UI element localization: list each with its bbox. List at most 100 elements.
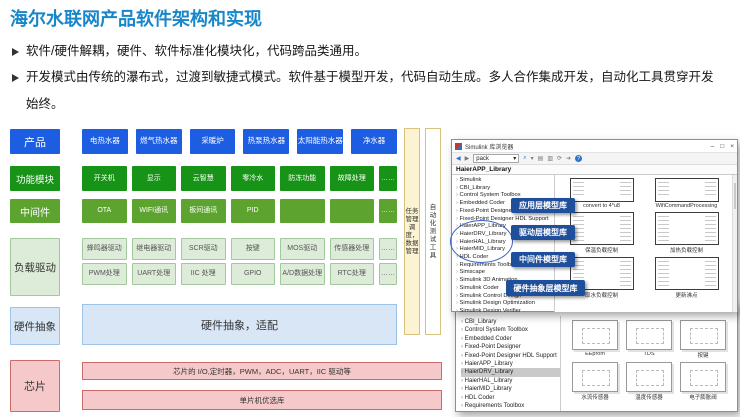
- window-titlebar[interactable]: Simulink 库浏览器 – □ ×: [452, 140, 737, 152]
- tree-item[interactable]: Fixed-Point Designer: [456, 208, 554, 216]
- middleware-cell: WIFI通讯: [131, 199, 176, 223]
- block-diagram[interactable]: [654, 212, 719, 245]
- search-input[interactable]: pack ▾: [473, 154, 520, 163]
- tree-item[interactable]: HaierHAL_Library: [456, 239, 554, 247]
- block-thumbnail[interactable]: [572, 362, 618, 392]
- scrollbar[interactable]: [732, 175, 737, 312]
- window-title: Simulink 库浏览器: [465, 144, 514, 151]
- tree-item[interactable]: Simulink 3D Animation: [456, 277, 554, 285]
- library-block[interactable]: 更新沸点: [648, 257, 725, 299]
- tree-item[interactable]: Embedded Coder: [456, 200, 554, 208]
- tree-item[interactable]: HaierMID_Library: [461, 385, 560, 393]
- help-icon[interactable]: ?: [575, 155, 583, 162]
- library-block[interactable]: TDS: [625, 320, 673, 359]
- library-block[interactable]: 温度传感器: [625, 362, 673, 401]
- maximize-icon[interactable]: □: [720, 142, 725, 150]
- tree-item[interactable]: Control System Toolbox: [461, 326, 560, 334]
- go-arrow-icon[interactable]: ➔: [566, 156, 572, 162]
- tree-item[interactable]: Simulink Design Optimization: [456, 300, 554, 308]
- tree-item[interactable]: HDL Coder: [461, 394, 560, 402]
- block-caption: 加热负载控制: [669, 248, 703, 254]
- bullet-arrow-icon: [12, 48, 19, 56]
- layer-label-chip: 芯片: [10, 360, 60, 412]
- new-model-icon[interactable]: ▤: [537, 156, 544, 162]
- simulink-app-icon: [455, 142, 462, 150]
- middleware-cell: OTA: [82, 199, 127, 223]
- tree-item[interactable]: Fixed-Point Designer: [461, 343, 560, 351]
- block-thumbnail[interactable]: [572, 320, 618, 350]
- chevron-down-icon[interactable]: ▾: [513, 156, 517, 162]
- minimize-icon[interactable]: –: [710, 142, 715, 150]
- tree-item[interactable]: HaierAPP_Library: [456, 223, 554, 231]
- block-thumbnail[interactable]: [626, 362, 672, 392]
- page-title: 海尔水联网产品软件架构和实现: [10, 9, 262, 29]
- bullet-text: 开发模式由传统的瀑布式，过渡到敏捷式模式。软件基于模型开发，代码自动生成。多人合…: [26, 70, 714, 111]
- search-icon[interactable]: ⌕: [523, 155, 527, 161]
- library-block[interactable]: 水流传感器: [571, 362, 619, 401]
- block-caption: TDS: [643, 351, 655, 357]
- block-diagram[interactable]: [654, 257, 719, 290]
- driver-cell: 传感器处理: [329, 238, 374, 260]
- search-value: pack: [476, 155, 489, 162]
- library-tree-top: SimulinkCBI_LibraryControl System Toolbo…: [452, 175, 555, 312]
- tree-item[interactable]: Simulink Coder: [456, 285, 554, 293]
- chevron-down-icon[interactable]: ▾: [530, 156, 534, 162]
- simulink-window-top[interactable]: Simulink 库浏览器 – □ × ◀ ▶ pack ▾ ⌕ ▾ ▤ ▥ ⟳…: [451, 139, 738, 312]
- simulink-window-bottom[interactable]: CBI_LibraryControl System ToolboxEmbedde…: [455, 302, 738, 412]
- back-icon[interactable]: ◀: [456, 156, 461, 162]
- tree-item[interactable]: Simulink Design Verifier: [456, 308, 554, 312]
- tree-item[interactable]: Fixed-Point Designer HDL Support: [456, 216, 554, 224]
- layer-label-drivers: 负载驱动: [10, 238, 60, 296]
- tree-item[interactable]: CBI_Library: [461, 318, 560, 326]
- driver-cell: IIC 处理: [181, 263, 226, 285]
- hal-box: 硬件抽象，适配: [82, 304, 397, 345]
- tree-item[interactable]: Simulink Control Design: [456, 293, 554, 301]
- tree-item[interactable]: Fixed-Point Designer HDL Support: [461, 352, 560, 360]
- tree-item[interactable]: HaierMID_Library: [456, 246, 554, 254]
- block-caption: 保温负载控制: [584, 248, 618, 254]
- tree-item[interactable]: Requirements Toolbox: [456, 262, 554, 270]
- tree-item[interactable]: Embedded Coder: [461, 335, 560, 343]
- block-caption: 电子膨胀阀: [689, 395, 717, 401]
- library-block[interactable]: convert to 4*u8: [563, 178, 640, 209]
- callout-middleware: 中间件模型库: [511, 252, 575, 267]
- chip-box-1: 芯片的 I/O,定时器，PWM，ADC，UART，IIC 驱动等: [82, 362, 442, 380]
- driver-cell: A/D数据处理: [280, 263, 325, 285]
- tree-item[interactable]: HDL Coder: [456, 254, 554, 262]
- block-diagram[interactable]: [654, 178, 719, 202]
- forward-icon[interactable]: ▶: [464, 156, 470, 162]
- callout-hal-layer: 硬件抽象层模型库: [506, 280, 585, 296]
- tree-item[interactable]: Control System Toolbox: [456, 192, 554, 200]
- tree-item[interactable]: Simscape: [456, 269, 554, 277]
- block-thumbnail[interactable]: [626, 320, 672, 350]
- refresh-icon[interactable]: ⟳: [556, 156, 563, 162]
- block-diagram[interactable]: [569, 212, 634, 245]
- driver-cell: PWM处理: [82, 263, 127, 285]
- tree-item[interactable]: Requirements Toolbox: [461, 402, 560, 410]
- middleware-cell: PID: [230, 199, 275, 223]
- library-block[interactable]: 加热负载控制: [648, 212, 725, 254]
- close-icon[interactable]: ×: [730, 142, 734, 150]
- library-block[interactable]: 电子膨胀阀: [679, 362, 727, 401]
- tree-item[interactable]: HaierDRV_Library: [456, 231, 554, 239]
- block-caption: 更新沸点: [675, 293, 698, 299]
- driver-cell: MOS驱动: [280, 238, 325, 260]
- tree-item[interactable]: HaierHAL_Library: [461, 377, 560, 385]
- library-block[interactable]: EEprom: [571, 320, 619, 359]
- tree-item[interactable]: HaierAPP_Library: [461, 360, 560, 368]
- modules-row: 开关机显示云智慧零冷水防冻功能故障处理……: [82, 166, 397, 191]
- block-caption: convert to 4*u8: [583, 203, 620, 209]
- library-block[interactable]: WifiCommandProcessing: [648, 178, 725, 209]
- block-thumbnail[interactable]: [680, 362, 726, 392]
- tree-item[interactable]: CBI_Library: [456, 185, 554, 193]
- block-thumbnail[interactable]: [680, 320, 726, 350]
- tree-item[interactable]: HaierDRV_Library: [461, 368, 560, 377]
- library-block[interactable]: 保温负载控制: [563, 212, 640, 254]
- block-caption: 取水负载控制: [584, 293, 618, 299]
- library-block[interactable]: 按键: [679, 320, 727, 359]
- block-diagram[interactable]: [569, 178, 634, 202]
- folder-icon[interactable]: ▥: [547, 156, 553, 162]
- tree-item[interactable]: Simulink: [456, 177, 554, 185]
